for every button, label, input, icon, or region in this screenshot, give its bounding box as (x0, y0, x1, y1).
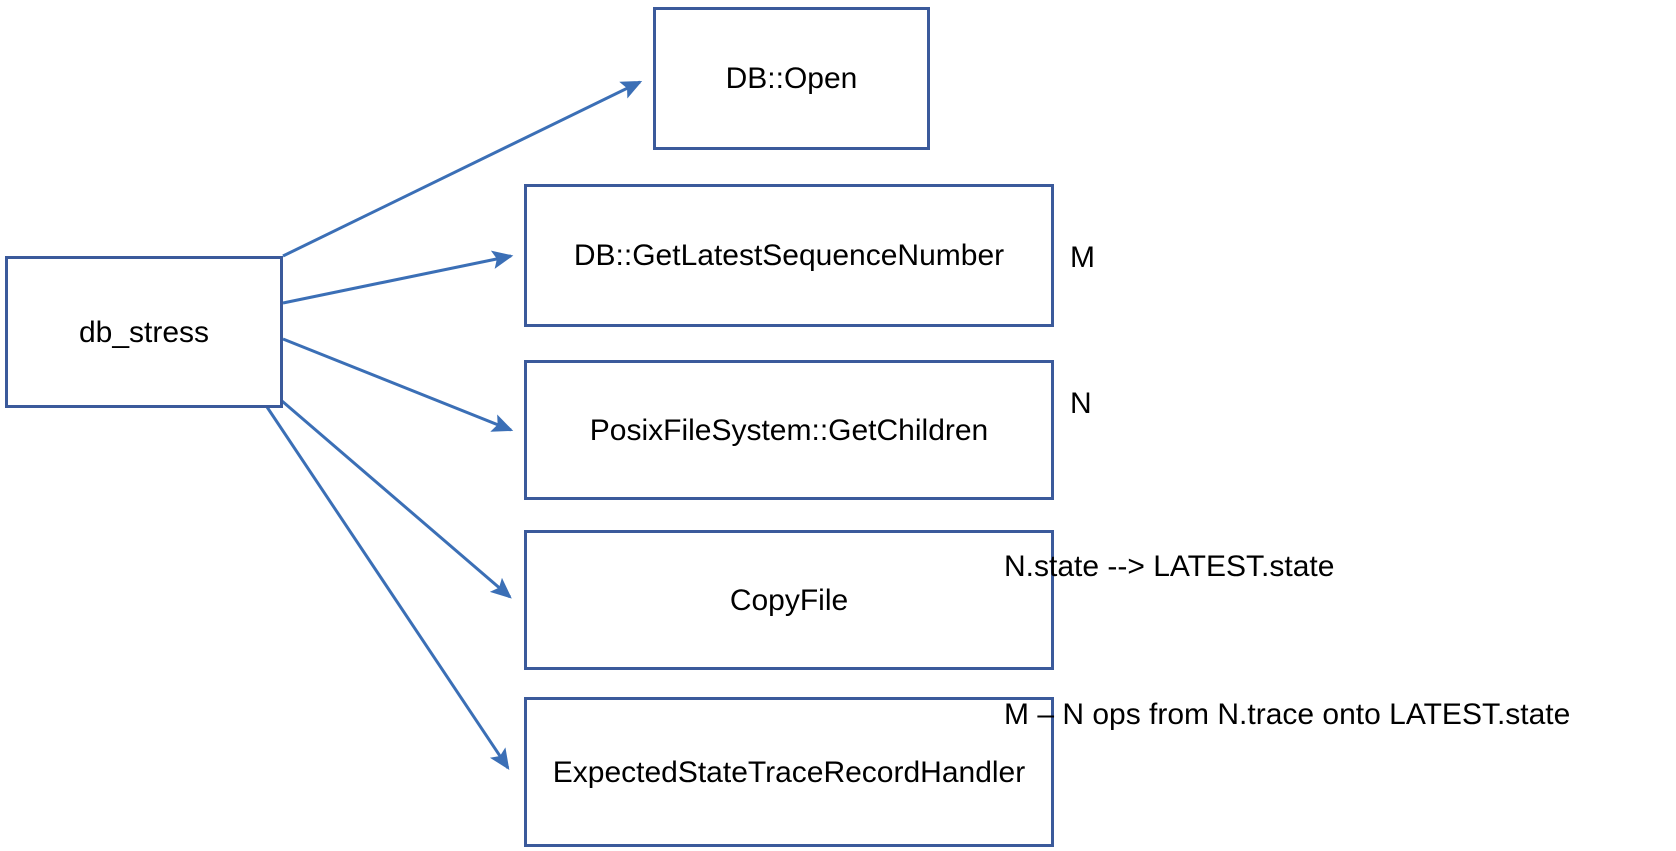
node-db-open[interactable]: DB::Open (653, 7, 930, 150)
side-label-trace-note: M – N ops from N.trace onto LATEST.state (1004, 698, 1571, 731)
node-db-open-label: DB::Open (725, 62, 858, 95)
edge-db-stress-to-get-latest-sequence-number (282, 250, 514, 305)
edge-db-stress-to-get-children (282, 337, 514, 432)
edge-db-stress-to-trace-record-handler (263, 403, 510, 770)
node-copy-file-label: CopyFile (729, 583, 849, 617)
edge-db-stress-to-copy-file (267, 387, 512, 599)
node-db-get-latest-sequence-number[interactable]: DB::GetLatestSequenceNumber (524, 184, 1054, 327)
node-posix-file-system-get-children[interactable]: PosixFileSystem::GetChildren (524, 360, 1054, 500)
node-expected-state-trace-record-handler-label: ExpectedStateTraceRecordHandler (552, 755, 1026, 789)
node-db-get-latest-sequence-number-label: DB::GetLatestSequenceNumber (573, 239, 1005, 272)
node-copy-file[interactable]: CopyFile (524, 530, 1054, 670)
node-db-stress-label: db_stress (78, 315, 210, 349)
node-db-stress[interactable]: db_stress (5, 256, 283, 408)
node-expected-state-trace-record-handler[interactable]: ExpectedStateTraceRecordHandler (524, 697, 1054, 847)
node-posix-file-system-get-children-label: PosixFileSystem::GetChildren (589, 413, 989, 447)
side-label-copy-file-note: N.state --> LATEST.state (1004, 550, 1335, 583)
side-label-n: N (1070, 387, 1092, 420)
side-label-m: M (1070, 241, 1095, 274)
